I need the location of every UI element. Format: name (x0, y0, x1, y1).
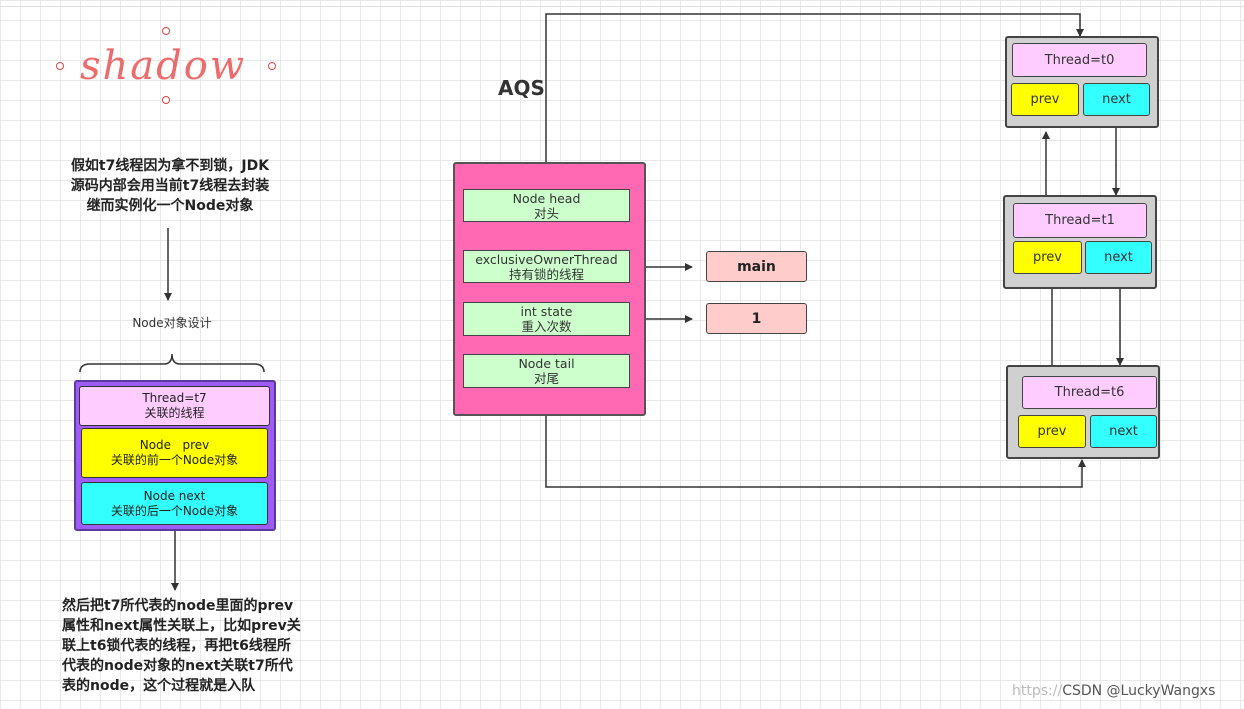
field-desc: 对尾 (533, 371, 559, 386)
field-desc: 对头 (533, 205, 559, 221)
field-desc: 持有锁的线程 (508, 266, 584, 282)
outro-note: 然后把t7所代表的node里面的prev 属性和next属性关联上，比如prev… (62, 596, 342, 696)
field-title: Node next (143, 488, 206, 503)
t6-next-field[interactable]: next (1090, 415, 1157, 448)
outro-line: 联上t6锁代表的线程，再把t6线程所 (62, 638, 291, 654)
aqs-state-field[interactable]: int state 重入次数 (463, 302, 630, 336)
intro-note: 假如t7线程因为拿不到锁，JDK 源码内部会用当前t7线程去封装 继而实例化一个… (40, 156, 300, 216)
aqs-head-field[interactable]: Node head 对头 (463, 189, 630, 222)
outro-line: 属性和next属性关联上，比如prev关 (62, 618, 301, 634)
t0-prev-field[interactable]: prev (1011, 83, 1079, 116)
node-next-field[interactable]: Node next 关联的后一个Node对象 (81, 482, 268, 525)
t6-prev-field[interactable]: prev (1018, 415, 1086, 448)
intro-line: 假如t7线程因为拿不到锁，JDK (70, 158, 270, 174)
t0-thread-field[interactable]: Thread=t0 (1012, 43, 1147, 77)
field-desc: 重入次数 (521, 319, 572, 334)
tail-to-t6-link (545, 388, 1086, 488)
t6-thread-field[interactable]: Thread=t6 (1022, 376, 1157, 409)
field-title: Thread=t7 (142, 391, 207, 405)
aqs-tail-field[interactable]: Node tail 对尾 (463, 354, 630, 388)
design-label: Node对象设计 (132, 316, 212, 330)
resize-handle-top[interactable] (162, 27, 170, 35)
outro-line: 代表的node对象的next关联t7所代 (62, 658, 293, 674)
csdn-watermark: https://CSDN @LuckyWangxs (1012, 683, 1215, 699)
t1-next-field[interactable]: next (1085, 241, 1152, 274)
resize-handle-right[interactable] (268, 62, 276, 70)
t1-thread-field[interactable]: Thread=t1 (1013, 203, 1147, 238)
field-desc: 关联的线程 (144, 406, 205, 420)
node-prev-field[interactable]: Node prev 关联的前一个Node对象 (81, 428, 268, 478)
field-title: Node tail (518, 356, 575, 371)
resize-handle-left[interactable] (56, 62, 64, 70)
field-title: Node head (512, 190, 581, 206)
state-value-box[interactable]: 1 (706, 303, 807, 334)
intro-line: 继而实例化一个Node对象 (86, 198, 254, 214)
design-brace (79, 353, 265, 373)
t1-prev-field[interactable]: prev (1013, 241, 1082, 274)
field-title: int state (520, 304, 573, 319)
field-desc: 关联的后一个Node对象 (110, 503, 239, 518)
outro-line: 然后把t7所代表的node里面的prev (62, 598, 294, 614)
owner-value-box[interactable]: main (706, 251, 807, 282)
watermark-faint-text: https:// (1012, 683, 1063, 699)
intro-line: 源码内部会用当前t7线程去封装 (70, 178, 270, 194)
field-title: Node prev (139, 438, 210, 452)
outro-line: 表的node，这个过程就是入队 (62, 678, 256, 694)
field-desc: 关联的前一个Node对象 (110, 453, 239, 467)
shadow-logo: shadow (80, 43, 247, 89)
top-divider (0, 6, 1244, 7)
field-title: exclusiveOwnerThread (475, 251, 618, 267)
resize-handle-bottom[interactable] (162, 96, 170, 104)
t0-next-field[interactable]: next (1083, 83, 1150, 116)
aqs-title: AQS (498, 76, 545, 100)
head-to-t0-link (545, 13, 1084, 190)
watermark-text: CSDN @LuckyWangxs (1062, 683, 1216, 699)
node-thread-field[interactable]: Thread=t7 关联的线程 (79, 386, 270, 426)
aqs-owner-field[interactable]: exclusiveOwnerThread 持有锁的线程 (463, 250, 630, 283)
